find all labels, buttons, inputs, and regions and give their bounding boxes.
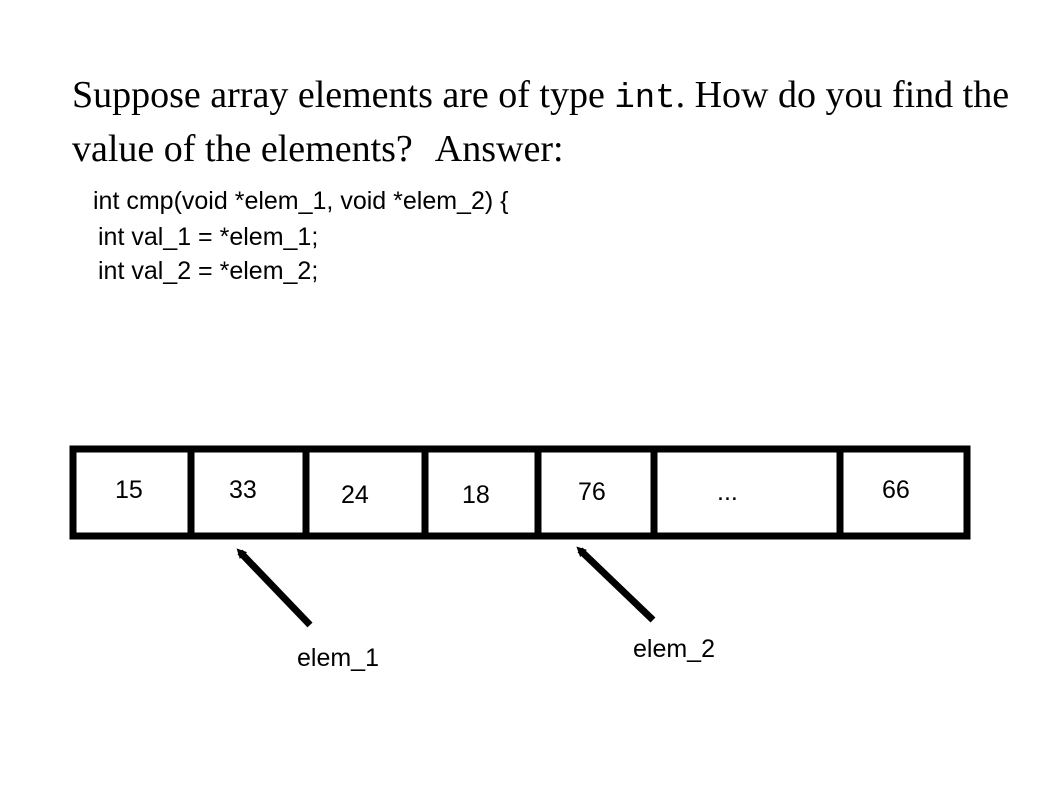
- question-part-1: Suppose array elements are of type: [72, 74, 605, 116]
- answer-label: Answer:: [434, 128, 564, 170]
- array-cell-2: 24: [341, 481, 369, 509]
- question-part-2: . How do you find the value of the eleme…: [72, 74, 1010, 170]
- elem-2-label: elem_2: [633, 635, 715, 663]
- code-line-val-2: int val_2 = *elem_2;: [98, 257, 319, 285]
- question-text: Suppose array elements are of type int. …: [72, 70, 1032, 174]
- elem-1-label: elem_1: [297, 644, 379, 672]
- array-cell-0: 15: [115, 476, 143, 504]
- type-code: int: [614, 80, 676, 118]
- elem-2-arrow: [576, 546, 656, 623]
- array-cell-3: 18: [462, 481, 490, 509]
- array-outline: [69, 445, 971, 540]
- array-cell-1: 33: [229, 476, 257, 504]
- code-line-val-1: int val_1 = *elem_1;: [98, 223, 319, 251]
- array-cell-4: 76: [578, 478, 606, 506]
- array-cell-5: ...: [717, 478, 738, 506]
- elem-1-arrow: [236, 548, 313, 628]
- array-cell-6: 66: [882, 476, 910, 504]
- array-outer-frame: [69, 445, 971, 540]
- code-line-signature: int cmp(void *elem_1, void *elem_2) {: [93, 187, 509, 215]
